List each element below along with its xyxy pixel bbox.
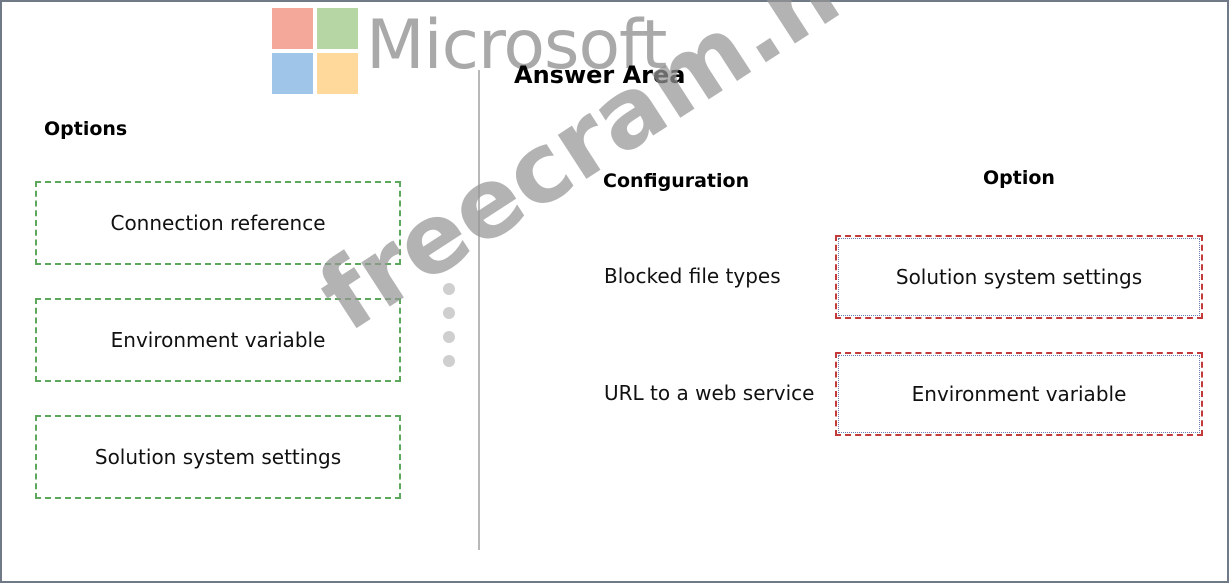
- option-solution-system-settings[interactable]: Solution system settings: [35, 415, 401, 499]
- answer-slot-url-web-service[interactable]: Environment variable: [835, 352, 1203, 436]
- answer-area-title: Answer Area: [514, 61, 686, 89]
- config-blocked-file-types: Blocked file types: [604, 264, 781, 288]
- config-url-web-service: URL to a web service: [604, 381, 815, 405]
- answer-slot-blocked-file-types[interactable]: Solution system settings: [835, 235, 1203, 319]
- drag-handle-icon[interactable]: [443, 283, 455, 367]
- options-title: Options: [44, 118, 128, 140]
- panel-divider: [478, 70, 480, 550]
- configuration-header: Configuration: [603, 170, 750, 192]
- option-header: Option: [983, 167, 1055, 189]
- option-connection-reference[interactable]: Connection reference: [35, 181, 401, 265]
- microsoft-logo-icon: [272, 8, 358, 94]
- option-environment-variable[interactable]: Environment variable: [35, 298, 401, 382]
- microsoft-logo-text: Microsoft: [366, 6, 667, 85]
